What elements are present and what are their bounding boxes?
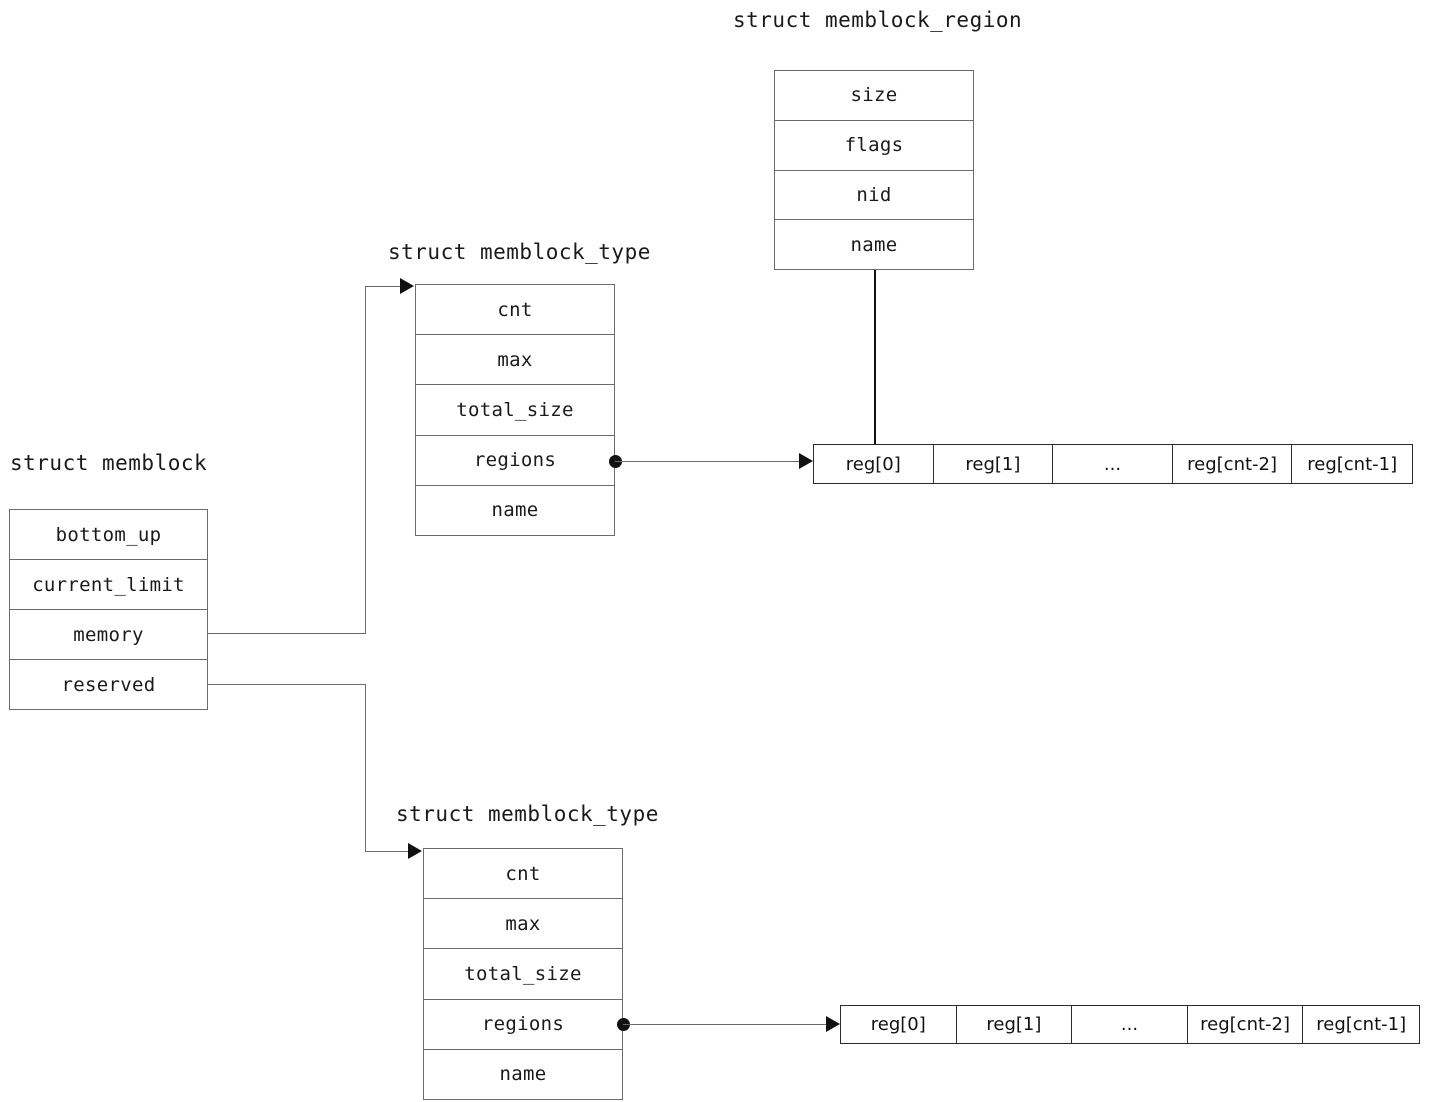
struct-memblock-type-memory-box: cnt max total_size regions name [415,284,615,536]
arrowhead-memory [400,278,414,294]
link-memory-vertical [365,286,366,634]
array-cell-reg-cnt-2: reg[cnt-2] [1172,445,1293,483]
link-memory-horizontal [208,633,365,634]
array-cell-ellipsis: ... [1053,445,1173,483]
field-cnt: cnt [424,849,622,900]
field-bottom-up: bottom_up [10,510,207,560]
field-name: name [416,485,614,536]
field-reserved: reserved [10,660,207,709]
field-size: size [775,71,973,121]
array-cell-reg-cnt-1: reg[cnt-1] [1303,1006,1419,1043]
field-current-limit: current_limit [10,560,207,610]
title-struct-memblock-type-memory: struct memblock_type [388,240,651,264]
array-cell-reg0: reg[0] [814,445,934,483]
struct-memblock-box: bottom_up current_limit memory reserved [9,509,208,710]
struct-memblock-type-reserved-box: cnt max total_size regions name [423,848,623,1100]
regions-array-memory: reg[0] reg[1] ... reg[cnt-2] reg[cnt-1] [813,444,1413,484]
link-regions-reserved-line [623,1024,827,1025]
link-reserved-horizontal [208,684,365,685]
field-nid: nid [775,170,973,221]
field-regions: regions [416,435,614,486]
link-reserved-horizontal-bottom [365,851,409,852]
title-struct-memblock-type-reserved: struct memblock_type [396,802,659,826]
arrowhead-regions-reserved [826,1016,840,1032]
field-name: name [775,220,973,269]
field-memory: memory [10,610,207,660]
array-cell-reg-cnt-1: reg[cnt-1] [1292,445,1412,483]
arrowhead-reserved [408,843,422,859]
array-cell-reg1: reg[1] [933,445,1054,483]
link-reserved-vertical [365,684,366,851]
arrowhead-regions-memory [799,453,813,469]
regions-array-reserved: reg[0] reg[1] ... reg[cnt-2] reg[cnt-1] [840,1005,1420,1044]
title-struct-memblock: struct memblock [10,451,208,475]
title-struct-memblock-region: struct memblock_region [733,8,1023,32]
field-cnt: cnt [416,285,614,336]
link-memory-horizontal-top [365,286,401,287]
link-regions-memory-line [615,461,800,462]
link-region-to-array [874,270,876,444]
field-max: max [424,899,622,950]
field-total-size: total_size [416,385,614,436]
field-flags: flags [775,120,973,171]
array-cell-reg0: reg[0] [841,1006,957,1043]
field-total-size: total_size [424,949,622,1000]
array-cell-reg1: reg[1] [956,1006,1073,1043]
array-cell-reg-cnt-2: reg[cnt-2] [1187,1006,1304,1043]
field-max: max [416,335,614,386]
struct-memblock-region-box: size flags nid name [774,70,974,270]
array-cell-ellipsis: ... [1072,1006,1188,1043]
field-regions: regions [424,999,622,1050]
field-name: name [424,1049,622,1100]
